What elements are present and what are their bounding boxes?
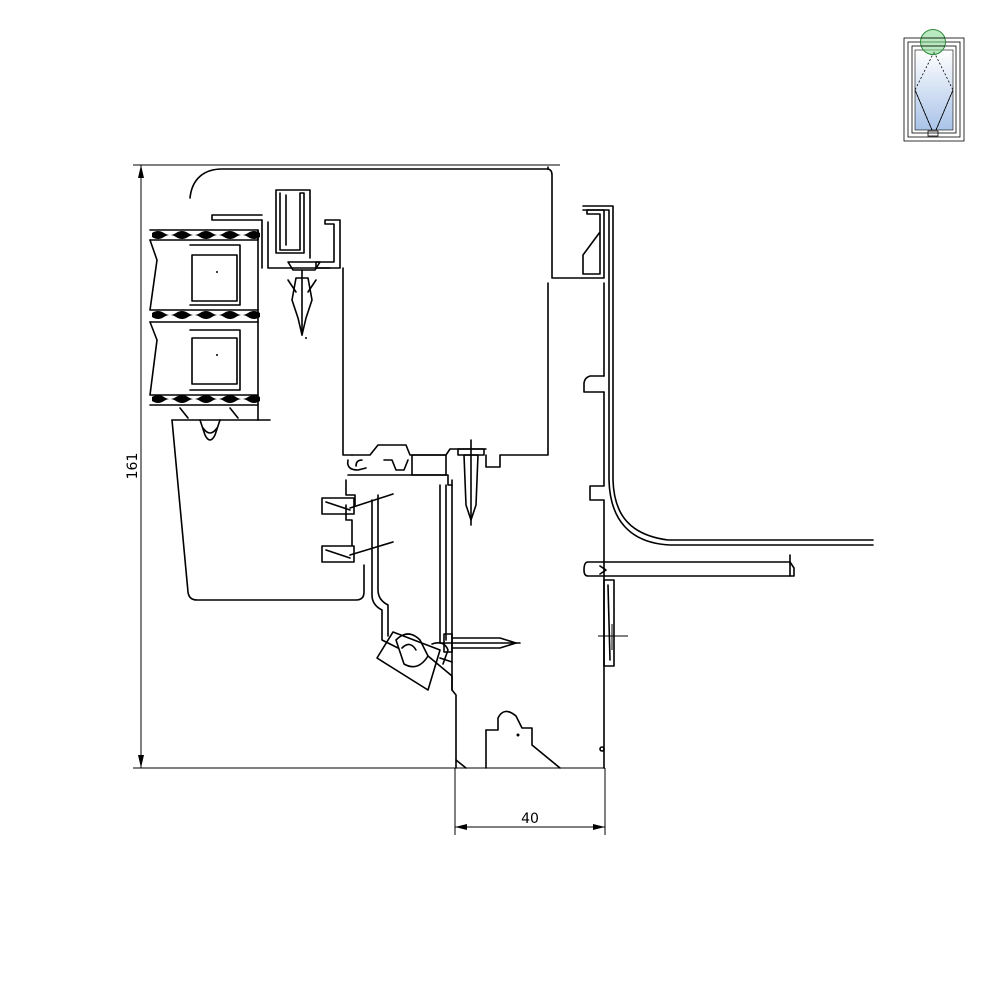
lower-outer-profile — [171, 419, 365, 601]
width-dimension: 40 — [454, 768, 606, 835]
horizontal-screw — [439, 633, 521, 653]
width-dimension-label: 40 — [521, 811, 539, 827]
shutter-box-cover — [189, 166, 874, 546]
height-dimension-label: 161 — [125, 453, 141, 480]
locator-highlight-circle — [920, 29, 946, 55]
frame-profile — [321, 444, 487, 769]
vertical-screw — [457, 439, 485, 526]
hinge-block — [376, 631, 453, 691]
upper-clip — [211, 189, 341, 336]
window-section-locator-icon — [903, 29, 965, 142]
inner-frame — [455, 282, 605, 769]
height-dimension: 161 — [125, 164, 605, 769]
sill-bead — [583, 554, 795, 667]
insulation-panel — [149, 229, 271, 441]
